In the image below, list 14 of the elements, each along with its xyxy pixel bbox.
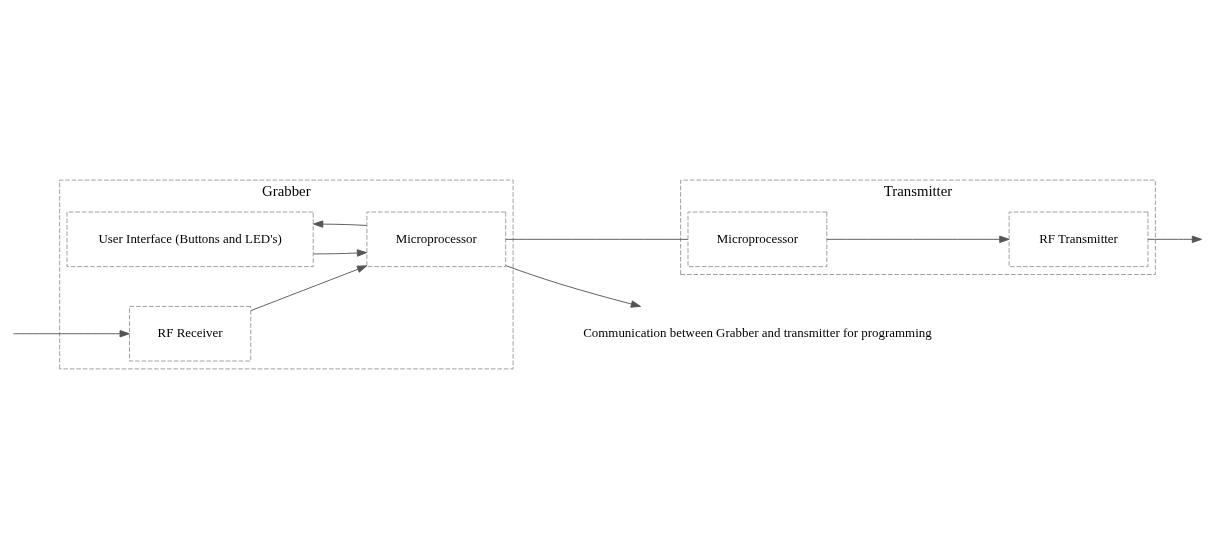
arrow xyxy=(826,235,1010,243)
node-box: Microprocessor xyxy=(366,211,507,267)
arrow xyxy=(13,329,130,337)
arrow xyxy=(313,248,368,257)
arrow xyxy=(1147,235,1203,243)
arrow xyxy=(505,264,641,308)
node-box: Microprocessor xyxy=(687,211,828,267)
arrow xyxy=(313,219,368,228)
node-box: RF Receiver xyxy=(129,305,252,361)
connector xyxy=(505,238,689,240)
arrow xyxy=(250,264,368,311)
node-box: User Interface (Buttons and LED's) xyxy=(66,211,314,267)
node-text: Communication between Grabber and transmitter for programming xyxy=(583,324,932,340)
node-box: RF Transmitter xyxy=(1008,211,1149,267)
